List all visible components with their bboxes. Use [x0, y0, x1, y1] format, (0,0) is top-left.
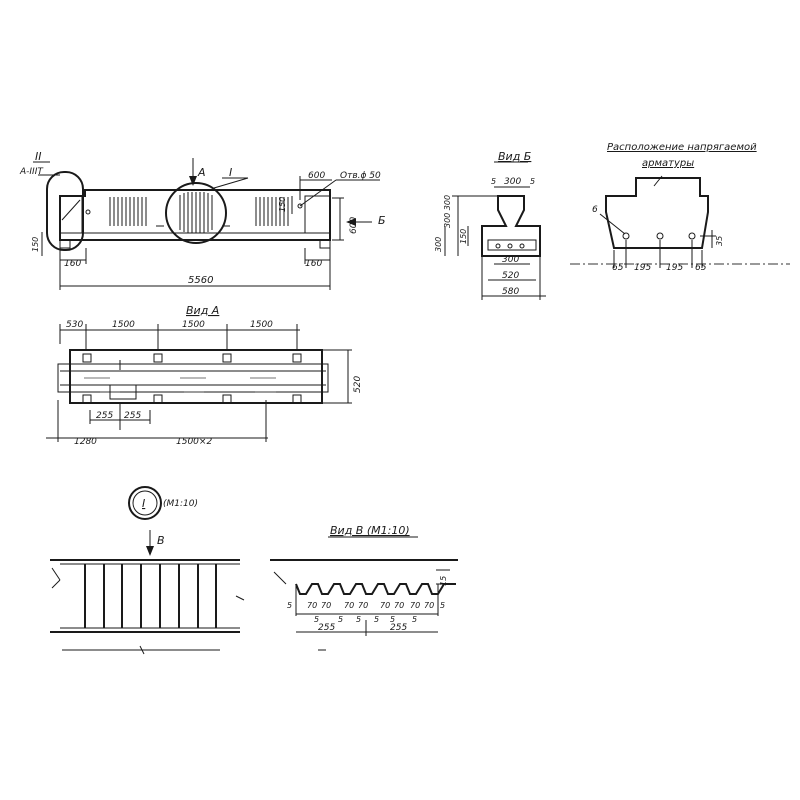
corrugated-profile [295, 583, 456, 595]
rebar-dim-195-b: 195 [666, 263, 683, 273]
dim-600-top: 600 [308, 171, 325, 181]
va-dim-255-b: 255 [124, 411, 141, 421]
ribs-center [179, 192, 213, 233]
rebar-dim-195-a: 195 [634, 263, 651, 273]
mark-b: Б [378, 214, 386, 227]
view-v: Вид В (М1:10) 15 5 70 70 70 70 70 70 70 … [270, 524, 458, 651]
arrow-a-icon [189, 176, 197, 186]
va-dim-1500x2: 1500×2 [176, 437, 212, 447]
va-dim-1500-b: 1500 [182, 320, 205, 330]
ribs-right [255, 197, 289, 226]
vv-dim-255-b: 255 [390, 623, 407, 633]
rebar-section: Расположение напрягаемой арматуры 6 65 1… [570, 142, 790, 273]
vv-dim-15: 15 [439, 576, 448, 586]
vb-dim-5-r: 5 [530, 177, 535, 186]
vv-dim-70-1: 70 [307, 601, 317, 610]
dim-total: 5560 [188, 275, 213, 286]
arrow-b-icon [346, 218, 356, 226]
node-arrow-label: В [157, 534, 165, 547]
vb-dim-300-300: 300 300 [443, 195, 452, 228]
rebar-pos-6: 6 [592, 205, 598, 215]
node-detail-scale: (М1:10) [163, 499, 198, 509]
rebar-dim-35: 35 [715, 236, 724, 246]
vb-dim-300-top: 300 [504, 177, 521, 187]
node-circle-I [165, 182, 227, 244]
vv-dim-255-a: 255 [318, 623, 335, 633]
vv-dim-5-a: 5 [314, 615, 319, 624]
mark-a: А [197, 166, 206, 179]
node-detail-circle [128, 486, 162, 520]
vv-dim-5-e: 5 [390, 615, 395, 624]
view-v-title: Вид В (М1:10) [330, 524, 410, 537]
va-dim-1500-a: 1500 [112, 320, 135, 330]
view-b: Вид Б 5 300 5 300 300 300 150 300 520 58… [434, 150, 546, 300]
node-ribs [84, 564, 217, 628]
dim-hole: Отв.ϕ 50 [340, 171, 381, 181]
rebar-title-2: арматуры [642, 158, 694, 169]
vv-dim-70-8: 70 [424, 601, 434, 610]
vv-dim-5-b: 5 [338, 615, 343, 624]
dim-160-left: 160 [64, 259, 81, 269]
dim-150-right: 150 [278, 197, 287, 212]
vb-dim-300-v: 300 [434, 237, 443, 252]
vv-dim-70-6: 70 [394, 601, 404, 610]
vv-dim-5-f: 5 [412, 615, 417, 624]
dim-600-h: 600 [349, 217, 359, 234]
view-b-title: Вид Б [498, 150, 531, 163]
node-label-1: I [229, 166, 232, 179]
vb-dim-520: 520 [502, 271, 519, 281]
loop-II [46, 171, 84, 251]
arrow-v-icon [146, 546, 154, 556]
node-detail: I (М1:10) В [50, 486, 245, 655]
dim-150-left: 150 [31, 237, 40, 252]
va-dim-1280: 1280 [74, 437, 97, 447]
vv-dim-70-2: 70 [321, 601, 331, 610]
node-detail-number: I [142, 497, 145, 510]
vv-dim-70-4: 70 [358, 601, 368, 610]
dim-160-right: 160 [305, 259, 322, 269]
vv-dim-5-c: 5 [356, 615, 361, 624]
vb-dim-150: 150 [459, 229, 468, 244]
rebar-title-1: Расположение напрягаемой [607, 142, 757, 153]
rebar-dim-65-r: 65 [695, 263, 707, 273]
vv-dim-70-3: 70 [344, 601, 354, 610]
section-mark-II: II [35, 150, 42, 163]
vv-dim-5-d: 5 [374, 615, 379, 624]
vv-dim-5-r: 5 [440, 601, 445, 610]
va-dim-520: 520 [353, 376, 363, 393]
vb-dim-580: 580 [502, 287, 519, 297]
vv-dim-5-l: 5 [287, 601, 292, 610]
view-a: Вид А 530 1500 1500 1500 [46, 304, 363, 447]
va-dim-530: 530 [66, 320, 83, 330]
section-steel-label: A-IIIТ [19, 167, 44, 177]
view-a-title: Вид А [186, 304, 219, 317]
elevation-view: II A-IIIТ А I Б 600 Отв.ϕ 50 150 600 150 [19, 150, 386, 290]
vb-dim-300-bot: 300 [502, 255, 519, 265]
ribs-left [109, 197, 147, 226]
va-dim-255-a: 255 [96, 411, 113, 421]
vb-dim-5-l: 5 [491, 177, 496, 186]
vv-dim-70-5: 70 [380, 601, 390, 610]
va-pads [82, 353, 302, 404]
va-dim-1500-c: 1500 [250, 320, 273, 330]
vv-dim-70-7: 70 [410, 601, 420, 610]
rebar-dim-65-l: 65 [612, 263, 624, 273]
